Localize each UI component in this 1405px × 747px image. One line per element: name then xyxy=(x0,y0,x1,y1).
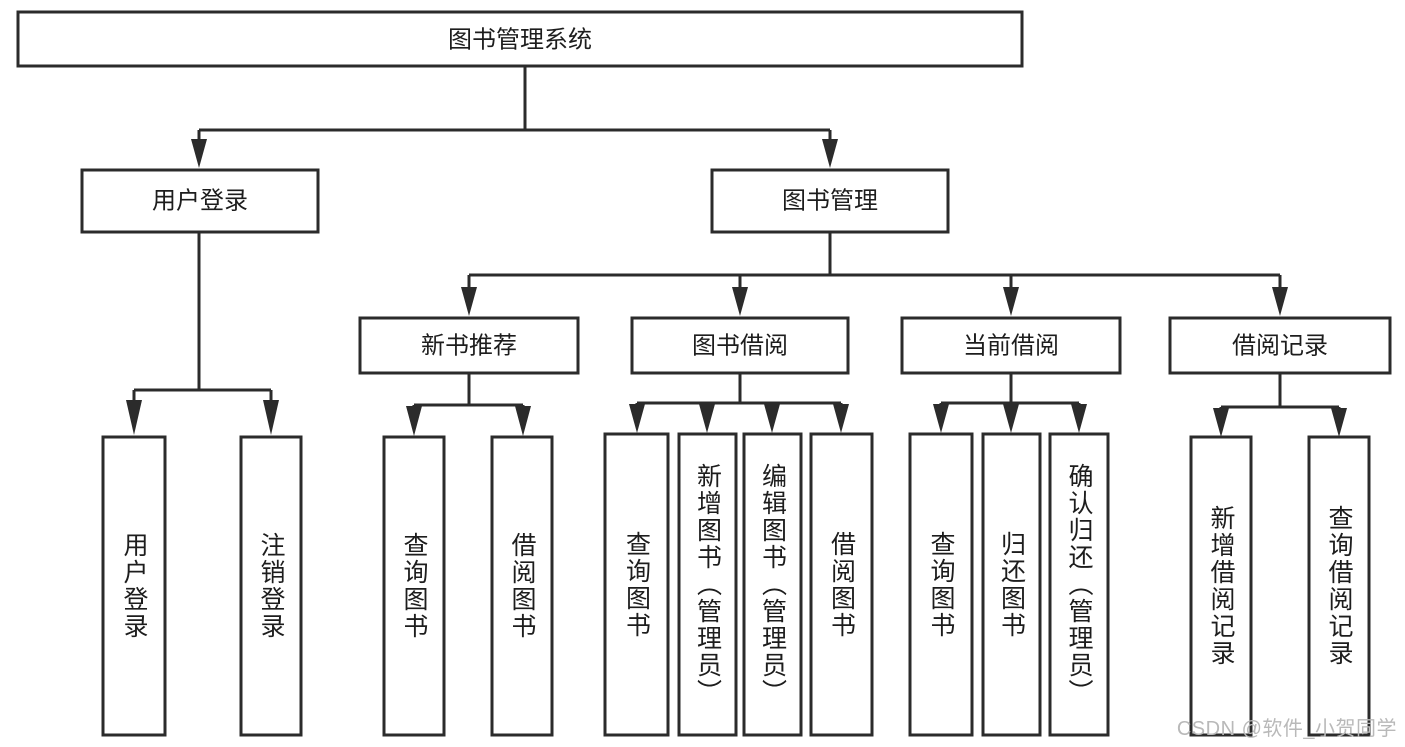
leaf-box-book-borrow-3[interactable] xyxy=(742,432,803,737)
node-borrow-record-box[interactable] xyxy=(1168,316,1392,375)
leaf-box-current-borrow-3[interactable] xyxy=(1048,432,1110,737)
arrow-current-leaf-1 xyxy=(933,404,949,433)
arrow-borrow-leaf-3 xyxy=(764,404,780,433)
node-borrow-record[interactable]: 借阅记录 xyxy=(1168,316,1392,375)
node-current-borrow-box[interactable] xyxy=(900,316,1122,375)
node-current-borrow[interactable]: 当前借阅 xyxy=(900,316,1122,375)
leaf-box-book-borrow-2[interactable] xyxy=(677,432,738,737)
arrow-bm-to-current xyxy=(1003,287,1019,316)
arrow-newbook-leaf-1 xyxy=(406,406,422,436)
node-new-book-recommend-label: 新书推荐 xyxy=(421,332,517,359)
node-new-book-recommend[interactable]: 新书推荐 xyxy=(358,316,580,375)
node-book-borrow[interactable]: 图书借阅 xyxy=(630,316,850,375)
node-user-login[interactable]: 用户登录 xyxy=(80,168,320,234)
arrow-record-leaf-2 xyxy=(1331,408,1347,437)
leaf-box-user-login-2[interactable] xyxy=(239,435,303,737)
leaf-box-borrow-record-2[interactable] xyxy=(1307,435,1371,737)
leaf-box-book-borrow-1[interactable] xyxy=(603,432,670,737)
arrow-bm-to-record xyxy=(1272,287,1288,316)
node-current-borrow-label: 当前借阅 xyxy=(963,332,1059,359)
leaf-box-user-login-1[interactable] xyxy=(101,435,167,737)
arrow-current-leaf-3 xyxy=(1071,404,1087,433)
node-root[interactable]: 图书管理系统 xyxy=(16,10,1024,68)
node-user-login-label: 用户登录 xyxy=(152,187,248,214)
node-new-book-recommend-box[interactable] xyxy=(358,316,580,375)
node-root-label: 图书管理系统 xyxy=(448,26,592,53)
arrow-newbook-leaf-2 xyxy=(515,406,531,436)
leaf-box-book-borrow-4[interactable] xyxy=(809,432,874,737)
leaf-box-current-borrow-2[interactable] xyxy=(981,432,1042,737)
node-root-box[interactable] xyxy=(16,10,1024,68)
arrow-user-login-leaf-1 xyxy=(126,400,142,435)
connector-layer xyxy=(126,66,1347,437)
node-borrow-record-label: 借阅记录 xyxy=(1232,332,1328,359)
arrow-bm-to-borrow xyxy=(732,287,748,316)
csdn-watermark: CSDN @软件_小贺同学 xyxy=(1176,718,1397,740)
node-book-manage-box[interactable] xyxy=(710,168,950,234)
leaf-box-new-book-1[interactable] xyxy=(382,435,446,737)
arrow-root-to-book-manage xyxy=(822,139,838,168)
node-user-login-box[interactable] xyxy=(80,168,320,234)
arrow-root-to-user-login xyxy=(191,139,207,168)
arrow-record-leaf-1 xyxy=(1213,408,1229,437)
arrow-borrow-leaf-1 xyxy=(629,404,645,433)
leaf-box-new-book-2[interactable] xyxy=(490,435,554,737)
arrow-current-leaf-2 xyxy=(1003,404,1019,433)
leaf-box-borrow-record-1[interactable] xyxy=(1189,435,1253,737)
node-book-manage-label: 图书管理 xyxy=(782,187,878,214)
arrow-borrow-leaf-2 xyxy=(699,404,715,433)
node-book-borrow-box[interactable] xyxy=(630,316,850,375)
arrow-bm-to-new-book xyxy=(461,287,477,316)
leaf-box-current-borrow-1[interactable] xyxy=(908,432,974,737)
node-book-manage[interactable]: 图书管理 xyxy=(710,168,950,234)
arrow-borrow-leaf-4 xyxy=(833,404,849,433)
arrow-user-login-leaf-2 xyxy=(263,400,279,435)
node-book-borrow-label: 图书借阅 xyxy=(692,332,788,359)
